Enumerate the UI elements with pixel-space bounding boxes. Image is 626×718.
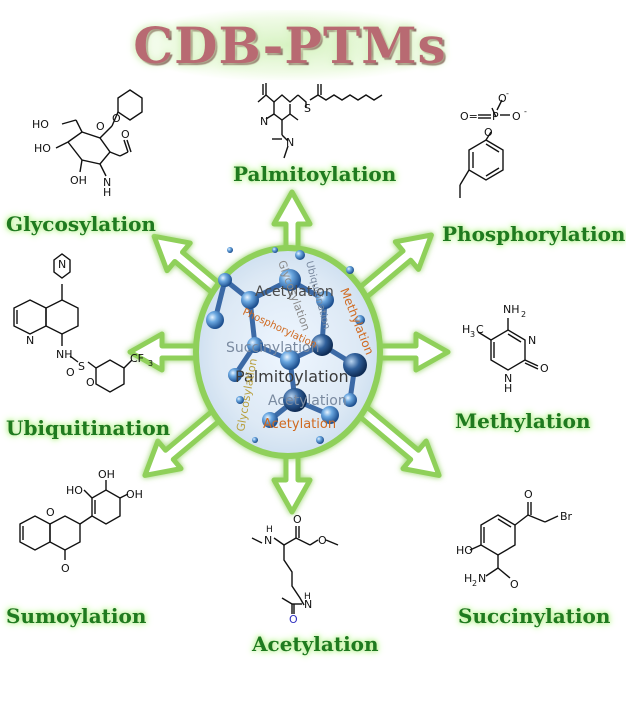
molecule-atoms (206, 247, 367, 444)
chem-atom-label: N (304, 598, 312, 611)
chem-atom-label: O (112, 112, 121, 125)
chem-atom-label: CF (130, 352, 144, 365)
label-succinylation: Succinylation (458, 604, 611, 628)
label-palmitoylation: Palmitoylation (233, 162, 397, 186)
svg-text:-: - (506, 89, 509, 98)
chem-atom-label: O (96, 120, 105, 133)
palmitoylation-structure (257, 83, 383, 159)
chem-atom-label: S (78, 360, 85, 373)
chem-atom-label: O (498, 92, 507, 105)
chem-atom-label: N (286, 136, 294, 149)
succinylation-structure (469, 502, 559, 579)
methylation-structure (477, 318, 539, 371)
chem-atom-label: HO (66, 484, 83, 497)
chem-atom-label: HO (34, 142, 51, 155)
ubiquitination-structure (13, 253, 133, 393)
chem-atom-label: O (512, 110, 521, 123)
label-ubiquitination: Ubiquitination (6, 416, 171, 440)
chem-atom-label: OH (98, 468, 115, 481)
chem-atom-label: H (462, 323, 470, 336)
chem-atom-label: 2 (521, 310, 526, 319)
label-sumoylation: Sumoylation (6, 604, 147, 628)
phosphorylation-structure (459, 99, 510, 198)
center-word: Acetylation (255, 284, 334, 300)
chem-atom-label: HO (32, 118, 49, 131)
chem-atom-label: N (504, 372, 512, 385)
chem-atom-label: 3 (470, 330, 475, 339)
center-word: Acetylation (263, 417, 336, 432)
label-glycosylation: Glycosylation (6, 212, 156, 236)
label-methylation: Methylation (455, 409, 591, 433)
chem-atom-label: NH (503, 303, 520, 316)
chem-atom-label: O (66, 366, 75, 379)
chem-atom-label: H (504, 382, 512, 395)
label-phosphorylation: Phosphorylation (442, 222, 626, 246)
chem-atom-label: 2 (472, 579, 477, 588)
chem-atom-label: P (492, 110, 499, 123)
chem-labels: N N S O= P O O O - - HO HO OH O O N H O … (26, 89, 573, 626)
center-word: Palmitoylation (235, 367, 349, 386)
chem-atom-label: N (264, 534, 272, 547)
center-word: Acetylation (268, 393, 347, 409)
chem-atom-label: H (103, 186, 111, 199)
center-word-cloud: Acetylation Methylation Palmitoylation S… (226, 259, 377, 433)
page-title: CDB-PTMs (130, 10, 450, 80)
center-word: Succinylation (226, 340, 320, 356)
label-acetylation: Acetylation (252, 632, 379, 656)
sumoylation-structure (19, 480, 129, 560)
chem-atom-label: OH (126, 488, 143, 501)
chem-atom-label: 3 (148, 359, 153, 368)
chem-atom-label: H (304, 592, 311, 602)
acetylation-structure (251, 526, 339, 614)
chem-atom-label: O (540, 362, 549, 375)
chem-atom-label: N (478, 572, 486, 585)
chem-atom-label: H (266, 525, 273, 535)
chem-atom-label: C (476, 323, 484, 336)
chem-atom-label: NH (56, 348, 73, 361)
chem-atom-label: S (304, 102, 311, 115)
chem-atom-label: O= (460, 110, 478, 123)
chem-atom-label: O (318, 534, 327, 547)
chem-atom-label: O (86, 376, 95, 389)
chem-atom-label: HO (456, 544, 473, 557)
chem-atom-label: O (61, 562, 70, 575)
chem-atom-label: OH (70, 174, 87, 187)
svg-text:-: - (524, 107, 527, 116)
chem-atom-label: O (484, 126, 493, 139)
chem-atom-label: N (58, 258, 66, 271)
chem-atom-label: O (289, 613, 298, 626)
chem-atom-label: H (464, 572, 472, 585)
chem-atom-label: Br (560, 510, 573, 523)
chem-atom-label: N (103, 176, 111, 189)
chem-atom-label: N (26, 334, 34, 347)
chem-atom-label: O (510, 578, 519, 591)
chem-atom-label: O (293, 513, 302, 526)
glycosylation-structure (55, 89, 143, 177)
chem-atom-label: O (121, 128, 130, 141)
chem-atom-label: O (524, 488, 533, 501)
chem-atom-label: O (46, 506, 55, 519)
chem-atom-label: N (260, 115, 268, 128)
chem-atom-label: N (528, 334, 536, 347)
